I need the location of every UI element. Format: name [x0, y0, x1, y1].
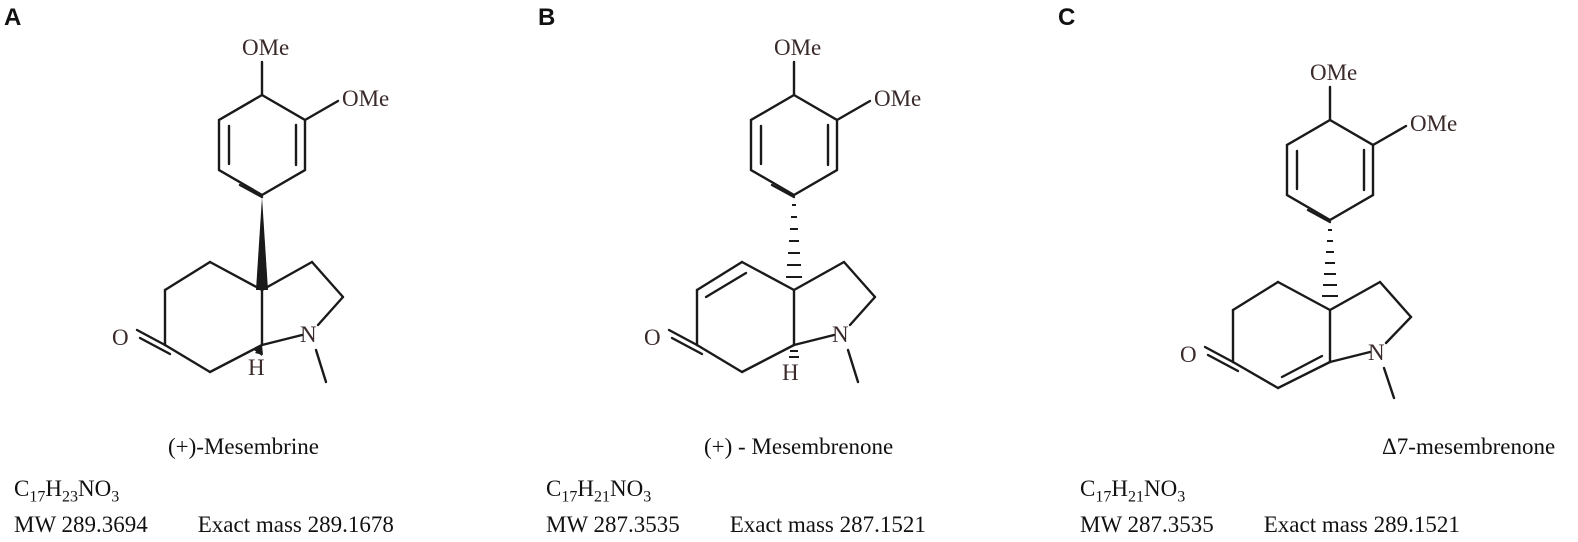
- exact-mass: Exact mass 289.1678: [197, 512, 394, 537]
- nitrogen-label: N: [1368, 340, 1385, 365]
- nitrogen-label: N: [832, 322, 849, 347]
- panel-letter: B: [538, 4, 556, 31]
- molecular-weight: MW 289.3694: [14, 512, 148, 537]
- ome-label: OMe: [342, 86, 389, 111]
- panel-a: A OMe OMe O N H (+)-Me: [0, 0, 526, 542]
- ome-label: OMe: [874, 86, 921, 111]
- compound-name: (+)-Mesembrine: [168, 434, 319, 459]
- compound-name: (+) - Mesembrenone: [704, 434, 894, 459]
- ome-label: OMe: [1310, 60, 1357, 85]
- molecular-formula: C17H23NO3: [14, 476, 120, 506]
- molecular-weight: MW 287.3535: [1080, 512, 1214, 537]
- molecular-formula: C17H21NO3: [1080, 476, 1186, 506]
- oxygen-label: O: [1180, 342, 1197, 367]
- mass-properties: MW 287.3535 Exact mass 287.1521: [546, 512, 926, 538]
- ome-label: OMe: [774, 35, 821, 60]
- oxygen-label: O: [112, 325, 129, 350]
- mass-properties: MW 289.3694 Exact mass 289.1678: [14, 512, 394, 538]
- mass-properties: MW 287.3535 Exact mass 289.1521: [1080, 512, 1460, 538]
- molecular-formula: C17H21NO3: [546, 476, 652, 506]
- ome-label: OMe: [242, 35, 289, 60]
- exact-mass: Exact mass 287.1521: [729, 512, 926, 537]
- panel-letter: A: [4, 4, 22, 31]
- panel-b: B: [532, 0, 1058, 542]
- panel-letter: C: [1058, 4, 1076, 31]
- nitrogen-label: N: [300, 322, 317, 347]
- compound-name: Δ7-mesembrenone: [1382, 434, 1556, 459]
- exact-mass: Exact mass 289.1521: [1263, 512, 1460, 537]
- mesembrine-structure: OMe OMe O N H: [112, 35, 389, 384]
- delta7-mesembrenone-structure: OMe OMe O N: [1180, 60, 1457, 400]
- mesembrenone-structure: OMe OMe O N H: [644, 35, 921, 385]
- ome-label: OMe: [1410, 111, 1457, 136]
- hydrogen-label: H: [782, 360, 799, 385]
- panel-c: C OMe OMe O N Δ7-: [1052, 0, 1578, 542]
- oxygen-label: O: [644, 325, 661, 350]
- molecular-weight: MW 287.3535: [546, 512, 680, 537]
- hydrogen-label: H: [248, 355, 265, 380]
